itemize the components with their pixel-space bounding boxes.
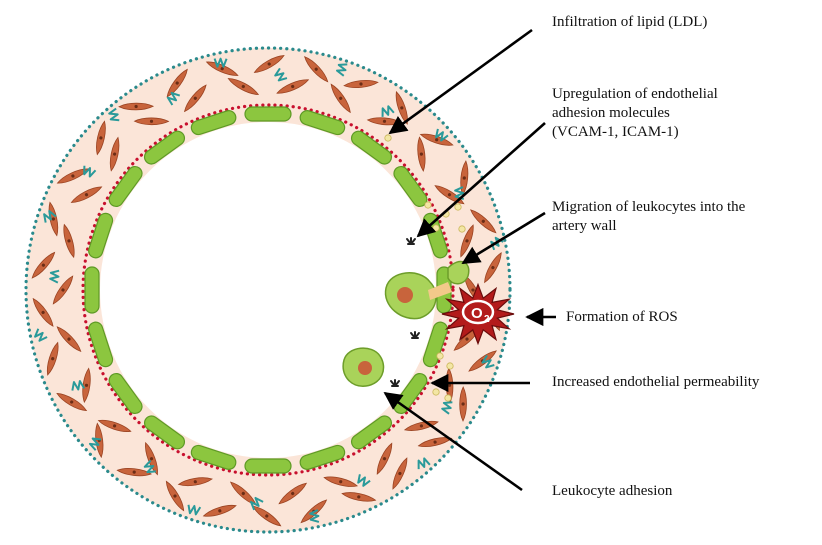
ldl-particle xyxy=(433,389,439,395)
ros-burst-subscript: 2 xyxy=(484,314,490,325)
label-ros-text: Formation of ROS xyxy=(566,308,678,327)
label-adhesion-text: Leukocyte adhesion xyxy=(552,482,672,501)
label-line: Upregulation of endothelial xyxy=(552,85,718,104)
adhering-leukocyte xyxy=(343,348,383,386)
label-leukocyte-adhesion: Leukocyte adhesion xyxy=(552,482,672,501)
adhesion-molecule-marker xyxy=(411,332,419,338)
label-line: artery wall xyxy=(552,217,745,236)
label-lipid-text: Infiltration of lipid (LDL) xyxy=(552,13,707,32)
ldl-particle xyxy=(447,363,453,369)
adhesion-molecule-marker xyxy=(391,380,399,386)
label-permeability-text: Increased endothelial permeability xyxy=(552,373,759,392)
label-adhesion-molecules: Upregulation of endothelial adhesion mol… xyxy=(552,85,718,142)
ldl-particle xyxy=(445,395,451,401)
ldl-particle xyxy=(437,353,443,359)
ldl-particle xyxy=(433,225,439,231)
smooth-muscle-cell-nucleus xyxy=(461,402,464,405)
endothelial-cell xyxy=(245,459,291,473)
arrow-lipid xyxy=(390,30,532,133)
label-leukocyte-migration: Migration of leukocytes into the artery … xyxy=(552,198,745,236)
label-line: (VCAM-1, ICAM-1) xyxy=(552,123,718,142)
ldl-particle xyxy=(455,204,461,210)
label-ros-formation: Formation of ROS xyxy=(566,308,678,327)
smooth-muscle-cell-nucleus xyxy=(150,120,153,123)
label-line: Migration of leukocytes into the xyxy=(552,198,745,217)
ldl-particle xyxy=(385,135,391,141)
ros-burst-symbol: O xyxy=(471,305,483,322)
endothelial-cell xyxy=(85,267,99,313)
ldl-particle xyxy=(425,202,431,208)
ldl-particle xyxy=(459,226,465,232)
label-permeability: Increased endothelial permeability xyxy=(552,373,759,392)
label-lipid-infiltration: Infiltration of lipid (LDL) xyxy=(552,13,707,32)
label-line: adhesion molecules xyxy=(552,104,718,123)
adhesion-molecule-marker xyxy=(407,238,415,244)
endothelial-cell xyxy=(245,107,291,121)
